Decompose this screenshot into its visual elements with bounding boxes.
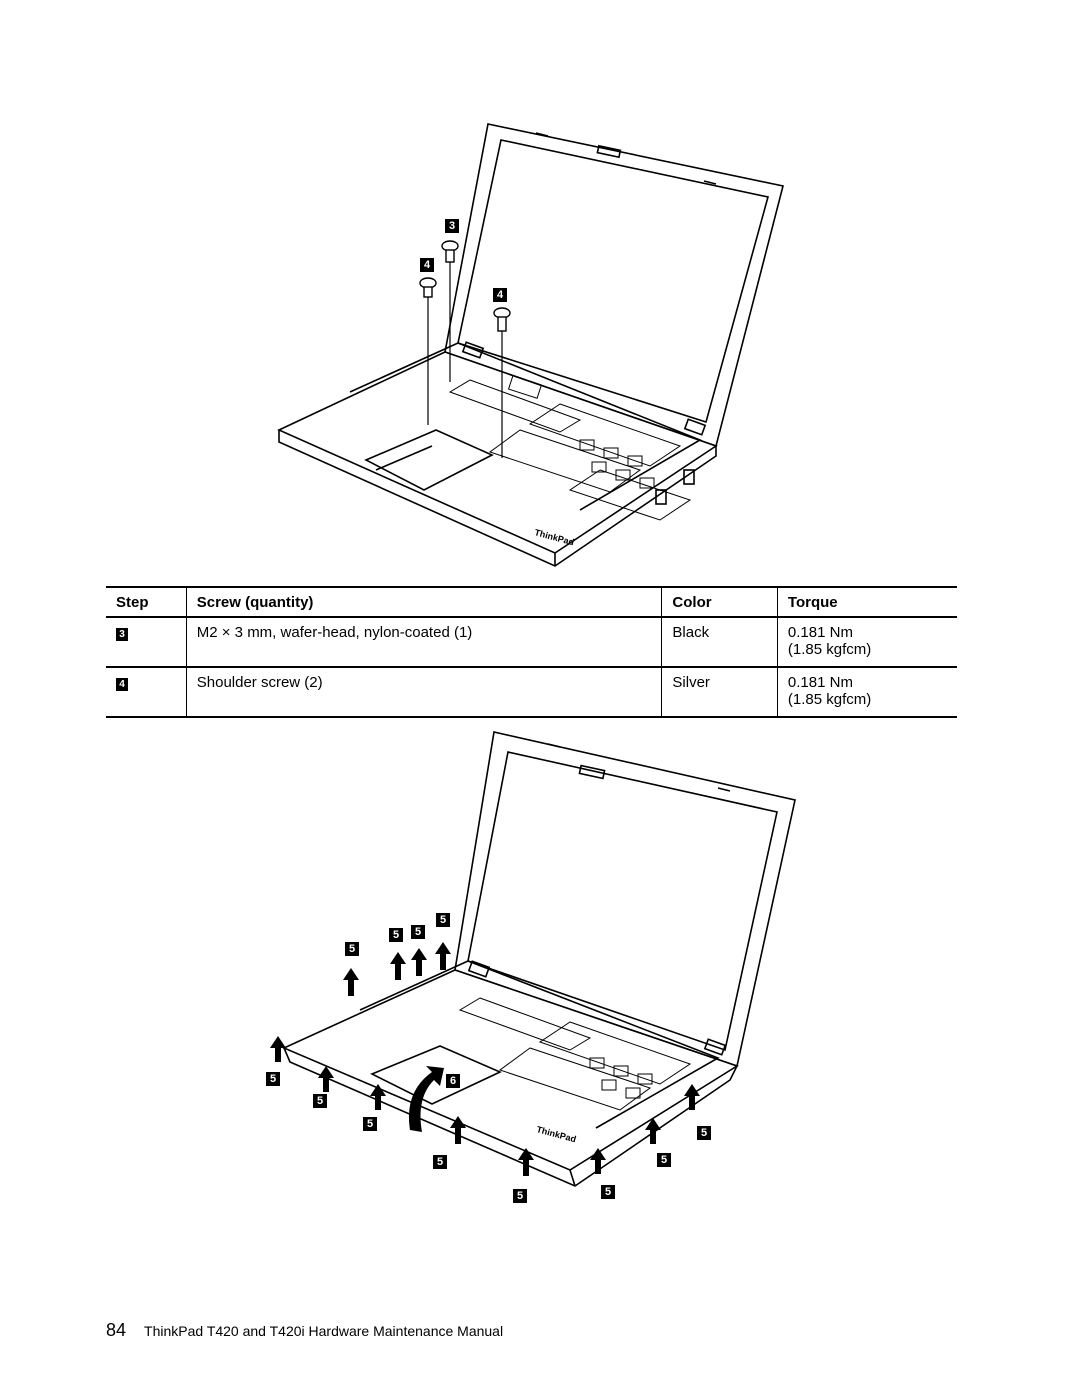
callout-badge: 5 (697, 1126, 711, 1140)
callout-badge: 5 (411, 925, 425, 939)
step-cell: 3 (106, 617, 187, 668)
callout-badge: 4 (420, 258, 434, 272)
laptop-screw-removal-illustration: ThinkPad 3 4 4 (0, 0, 1080, 580)
callout-badge: 5 (313, 1094, 327, 1108)
screw-cell: Shoulder screw (2) (185, 667, 662, 718)
screw-cell: M2 × 3 mm, wafer-head, nylon-coated (1) (185, 617, 662, 668)
callout-badge: 5 (436, 913, 450, 927)
callout-badge: 5 (601, 1185, 615, 1199)
manual-title: ThinkPad T420 and T420i Hardware Mainten… (144, 1323, 504, 1339)
callout-badge: 5 (657, 1153, 671, 1167)
screw-icon (419, 240, 511, 332)
callout-badge: 5 (389, 928, 403, 942)
callout-badge: 5 (345, 942, 359, 956)
callout-badge: 5 (513, 1189, 527, 1203)
table-row: 3 M2 × 3 mm, wafer-head, nylon-coated (1… (106, 617, 957, 668)
page-number: 84 (106, 1320, 127, 1340)
lift-arrow-icon (270, 942, 700, 1176)
page-footer: 84 ThinkPad T420 and T420i Hardware Main… (106, 1320, 503, 1341)
callout-badge: 5 (433, 1155, 447, 1169)
callout-badge: 5 (266, 1072, 280, 1086)
header-color: Color (661, 586, 778, 618)
screw-spec-table: Step Screw (quantity) Color Torque 3 M2 … (106, 586, 957, 718)
table-header-row: Step Screw (quantity) Color Torque (106, 586, 957, 618)
rotate-arrow-icon (408, 1066, 444, 1132)
torque-nm: 0.181 Nm (787, 624, 853, 641)
callout-badge: 4 (493, 288, 507, 302)
torque-cell: 0.181 Nm (1.85 kgfcm) (776, 617, 957, 668)
step-badge: 3 (116, 628, 128, 641)
step-badge: 4 (116, 678, 128, 691)
header-screw: Screw (quantity) (185, 586, 662, 618)
torque-nm: 0.181 Nm (787, 674, 853, 691)
callout-badge: 5 (363, 1117, 377, 1131)
header-torque: Torque (776, 586, 957, 618)
callout-badge: 6 (446, 1074, 460, 1088)
color-cell: Black (661, 617, 778, 668)
table-row: 4 Shoulder screw (2) Silver 0.181 Nm (1.… (106, 667, 957, 718)
color-cell: Silver (661, 667, 778, 718)
torque-kgfcm: (1.85 kgfcm) (787, 691, 872, 708)
callout-badge: 3 (445, 219, 459, 233)
torque-kgfcm: (1.85 kgfcm) (787, 641, 872, 658)
torque-cell: 0.181 Nm (1.85 kgfcm) (776, 667, 957, 718)
step-cell: 4 (106, 667, 187, 718)
keyboard-bezel-removal-illustration: ThinkPad 5 5 5 5 5 5 5 5 5 5 5 5 6 (0, 720, 1080, 1240)
header-step: Step (106, 586, 187, 618)
